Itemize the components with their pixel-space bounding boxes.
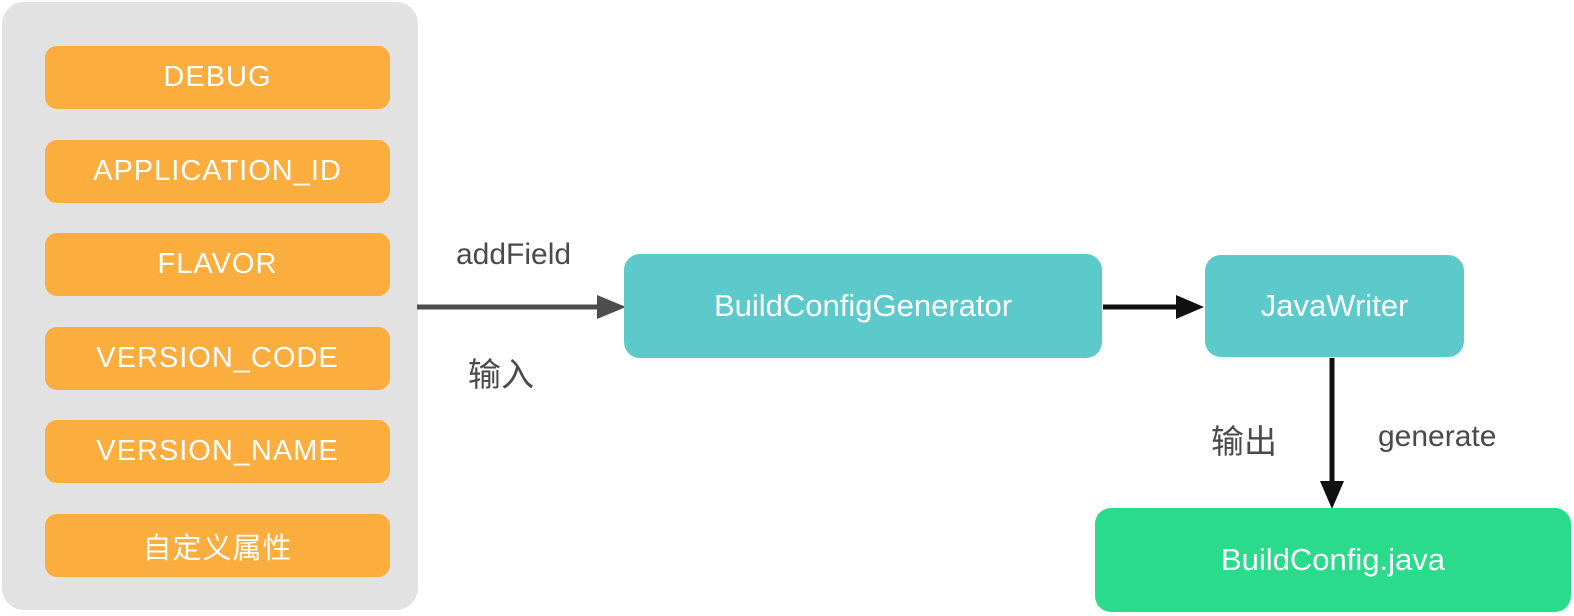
field-chip-version-name: VERSION_NAME xyxy=(45,420,390,483)
edge-label-output: 输出 xyxy=(1211,423,1277,460)
field-chip-flavor: FLAVOR xyxy=(45,233,390,296)
node-javawriter: JavaWriter xyxy=(1205,255,1464,357)
node-buildconfiggenerator: BuildConfigGenerator xyxy=(624,254,1102,358)
arrow-generator-to-javawriter xyxy=(1103,295,1204,319)
field-chip-application-id: APPLICATION_ID xyxy=(45,140,390,203)
edge-label-addfield: addField xyxy=(456,238,572,271)
edge-label-input: 输入 xyxy=(468,356,534,393)
node-buildconfig-java: BuildConfig.java xyxy=(1095,508,1571,612)
fields-panel: DEBUG APPLICATION_ID FLAVOR VERSION_CODE… xyxy=(2,2,418,610)
arrow-addfield xyxy=(417,295,626,319)
field-chip-debug: DEBUG xyxy=(45,46,390,109)
field-chip-custom-property: 自定义属性 xyxy=(45,514,390,577)
field-chip-version-code: VERSION_CODE xyxy=(45,327,390,390)
edge-label-generate: generate xyxy=(1378,420,1497,453)
arrow-javawriter-to-output xyxy=(1320,358,1344,509)
